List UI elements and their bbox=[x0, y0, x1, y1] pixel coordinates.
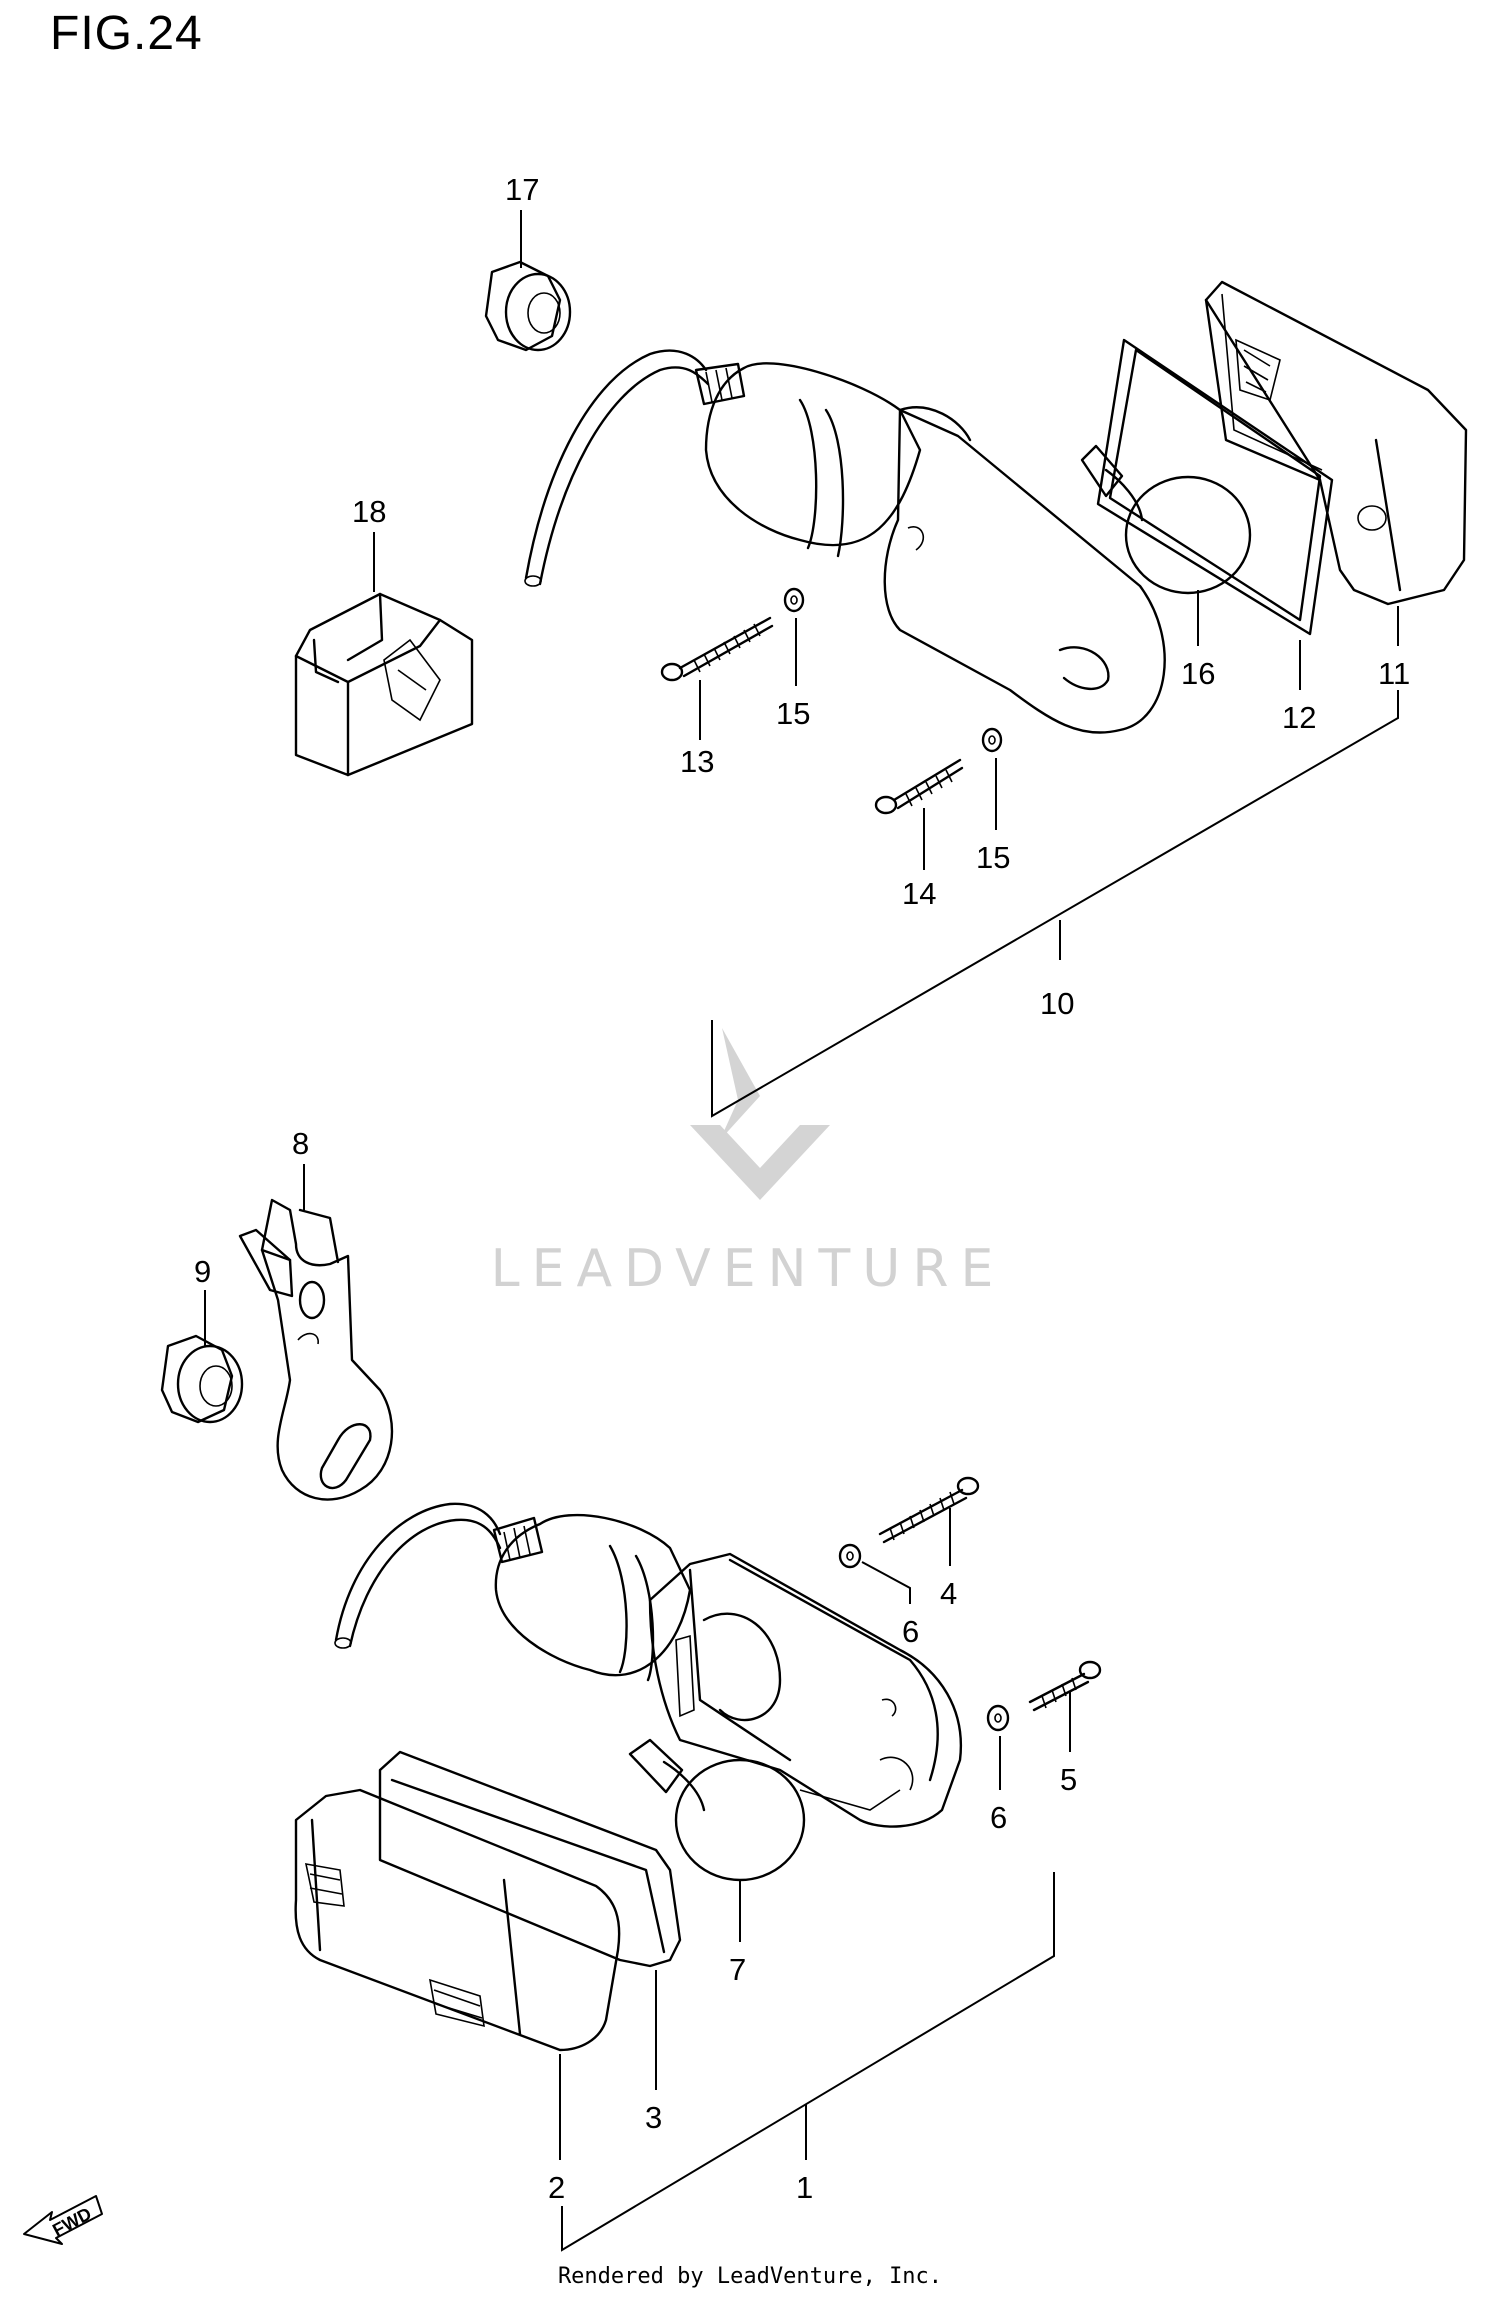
part-13-screw[interactable] bbox=[660, 616, 774, 682]
callout-7: 7 bbox=[729, 1952, 746, 1987]
callout-1: 1 bbox=[796, 2170, 813, 2205]
part-14-screw[interactable] bbox=[874, 758, 964, 815]
fwd-arrow-icon: FWD bbox=[23, 2195, 103, 2245]
part-18-connector[interactable] bbox=[294, 592, 474, 777]
callout-9: 9 bbox=[194, 1254, 211, 1289]
part-15-washer-a[interactable] bbox=[783, 587, 805, 613]
part-16-bulb[interactable] bbox=[1080, 444, 1252, 595]
part-6-washer-b[interactable] bbox=[986, 1704, 1010, 1732]
callout-16: 16 bbox=[1181, 656, 1215, 691]
rear-turn-signal-assembly[interactable] bbox=[524, 349, 1166, 734]
footer-credit: Rendered by LeadVenture, Inc. bbox=[557, 2264, 943, 2289]
callout-12: 12 bbox=[1282, 700, 1316, 735]
part-17-grommet[interactable] bbox=[484, 260, 572, 352]
figure-title: FIG.24 bbox=[50, 7, 203, 60]
part-8-bracket[interactable] bbox=[238, 1198, 394, 1501]
callout-14: 14 bbox=[902, 876, 936, 911]
part-9-grommet[interactable] bbox=[160, 1334, 244, 1424]
callout-5: 5 bbox=[1060, 1762, 1077, 1797]
part-6-washer-a[interactable] bbox=[838, 1543, 862, 1569]
assembly-bracket-1 bbox=[561, 1872, 1055, 2252]
part-3-gasket[interactable] bbox=[378, 1750, 682, 1968]
front-turn-signal-assembly[interactable] bbox=[334, 1502, 963, 1828]
callout-2: 2 bbox=[548, 2170, 565, 2205]
part-11-lens[interactable] bbox=[1204, 280, 1468, 606]
part-4-screw[interactable] bbox=[878, 1476, 980, 1544]
watermark-text: LEADVENTURE bbox=[491, 1239, 1006, 1299]
callout-15-b: 15 bbox=[976, 840, 1010, 875]
leadventure-watermark: LEADVENTURE bbox=[491, 1028, 1006, 1299]
callout-6-a: 6 bbox=[902, 1614, 919, 1649]
part-7-bulb[interactable] bbox=[628, 1738, 806, 1882]
part-12-gasket[interactable] bbox=[1096, 338, 1334, 636]
part-5-screw[interactable] bbox=[1028, 1660, 1102, 1712]
callout-18: 18 bbox=[352, 494, 386, 529]
callout-13: 13 bbox=[680, 744, 714, 779]
callout-17: 17 bbox=[505, 172, 539, 207]
part-2-lens[interactable] bbox=[294, 1788, 621, 2052]
part-15-washer-b[interactable] bbox=[981, 727, 1003, 753]
callout-3: 3 bbox=[645, 2100, 662, 2135]
callout-6-b: 6 bbox=[990, 1800, 1007, 1835]
assembly-bracket-10 bbox=[711, 690, 1399, 1118]
callout-15-a: 15 bbox=[776, 696, 810, 731]
callout-11: 11 bbox=[1378, 656, 1410, 691]
callout-4: 4 bbox=[940, 1576, 957, 1611]
callout-8: 8 bbox=[292, 1126, 309, 1161]
callout-10: 10 bbox=[1040, 986, 1074, 1021]
